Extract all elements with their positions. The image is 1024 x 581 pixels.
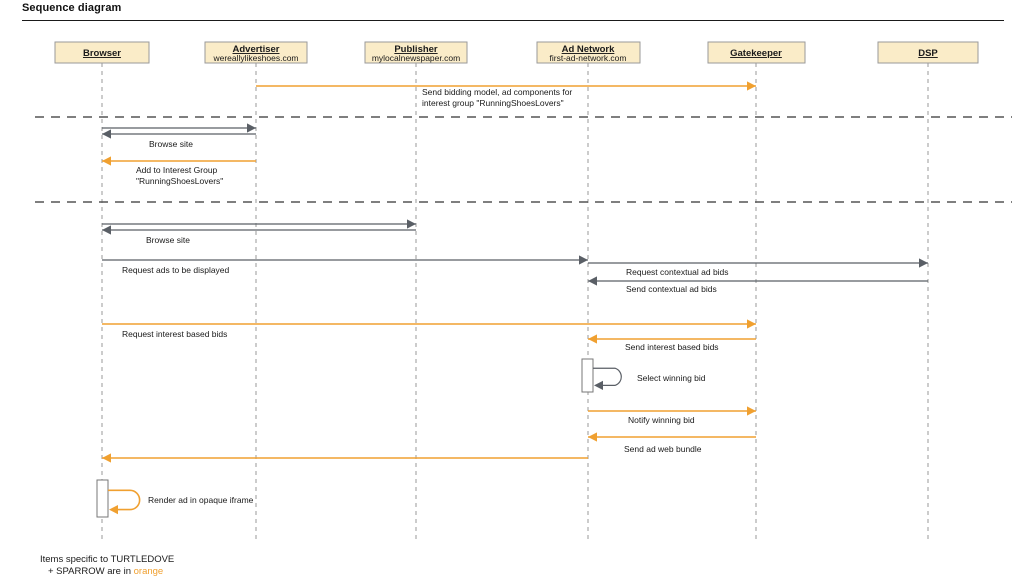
actor-box-advertiser[interactable] — [204, 41, 308, 64]
actor-box-dsp[interactable] — [877, 41, 979, 64]
message-browse-site-advertiser: Browse site — [102, 129, 256, 149]
message-notify-winning-bid: Notify winning bid — [588, 406, 756, 425]
actor-dsp[interactable]: DSP — [877, 41, 979, 64]
message-label-send-ad-web-bundle: Send ad web bundle — [624, 444, 702, 454]
message-label-request-contextual-ad-bids: Request contextual ad bids — [626, 267, 729, 277]
message-deliver-ad-to-browser — [102, 453, 588, 463]
legend-line-1: Items specific to TURTLEDOVE — [40, 554, 175, 565]
arrowhead-render-ad-in-opaque-iframe — [109, 505, 118, 515]
arrowhead-select-winning-bid — [594, 380, 603, 390]
actor-name-advertiser: Advertiser — [233, 44, 280, 55]
arrowhead-request-interest-based-bids — [747, 319, 756, 329]
arrowhead-browse-site-publisher — [102, 225, 111, 235]
legend-line-2: + SPARROW are in orange — [40, 566, 174, 578]
arrowhead-request-contextual-ad-bids — [919, 258, 928, 268]
actor-name-publisher: Publisher — [394, 44, 438, 55]
arrowhead-browse-site-advertiser — [102, 129, 111, 139]
arrowhead-send-interest-based-bids — [588, 334, 597, 344]
message-label-request-ads-to-be-displayed: Request ads to be displayed — [122, 265, 230, 275]
legend-prefix: + SPARROW are in — [48, 566, 134, 577]
message-browse-site-publisher-out — [102, 219, 416, 229]
message-send-interest-based-bids: Send interest based bids — [588, 334, 756, 352]
title-divider — [22, 20, 1004, 21]
actor-subtitle-advertiser: wereallylikeshoes.com — [212, 53, 298, 63]
actor-subtitle-adnetwork: first-ad-network.com — [550, 53, 627, 63]
arrowhead-browse-site-advertiser-out — [247, 123, 256, 133]
activation-box-adnetwork — [581, 358, 594, 393]
actor-box-adnetwork[interactable] — [536, 41, 641, 64]
self-message-render-ad-in-opaque-iframe: Render ad in opaque iframe — [96, 479, 254, 518]
arrowhead-deliver-ad-to-browser — [102, 453, 111, 463]
actor-subtitle-publisher: mylocalnewspaper.com — [372, 53, 460, 63]
self-message-label-render-ad-in-opaque-iframe: Render ad in opaque iframe — [148, 495, 254, 505]
actor-box-gatekeeper[interactable] — [707, 41, 806, 64]
arrowhead-send-bidding-model — [747, 81, 756, 91]
actor-name-dsp: DSP — [918, 48, 938, 59]
actor-box-browser[interactable] — [54, 41, 150, 64]
activation-box-browser — [96, 479, 109, 518]
arrowhead-browse-site-publisher-out — [407, 219, 416, 229]
self-message-label-select-winning-bid: Select winning bid — [637, 373, 706, 383]
message-request-contextual-ad-bids: Request contextual ad bids — [588, 258, 928, 277]
message-label-request-interest-based-bids: Request interest based bids — [122, 329, 227, 339]
arrowhead-add-to-interest-group — [102, 156, 111, 166]
message-label-add-to-interest-group: Add to Interest Group"RunningShoesLovers… — [136, 165, 223, 186]
message-send-ad-web-bundle: Send ad web bundle — [588, 432, 756, 454]
arrowhead-request-ads-to-be-displayed — [579, 255, 588, 265]
actor-box-publisher[interactable] — [364, 41, 468, 64]
message-label-send-interest-based-bids: Send interest based bids — [625, 342, 719, 352]
actor-browser[interactable]: Browser — [54, 41, 150, 64]
legend: Items specific to TURTLEDOVE + SPARROW a… — [40, 554, 174, 578]
self-loop-render-ad-in-opaque-iframe — [108, 489, 141, 511]
message-send-contextual-ad-bids: Send contextual ad bids — [588, 276, 928, 294]
actor-gatekeeper[interactable]: Gatekeeper — [707, 41, 806, 64]
message-label-browse-site-advertiser: Browse site — [149, 139, 193, 149]
page-title: Sequence diagram — [22, 2, 122, 14]
message-request-ads-to-be-displayed: Request ads to be displayed — [102, 255, 588, 275]
arrowhead-notify-winning-bid — [747, 406, 756, 416]
message-label-browse-site-publisher: Browse site — [146, 235, 190, 245]
actor-name-adnetwork: Ad Network — [562, 44, 616, 55]
message-browse-site-advertiser-out — [102, 123, 256, 133]
self-message-select-winning-bid: Select winning bid — [581, 358, 706, 393]
arrowhead-send-ad-web-bundle — [588, 432, 597, 442]
message-label-send-contextual-ad-bids: Send contextual ad bids — [626, 284, 717, 294]
message-add-to-interest-group: Add to Interest Group"RunningShoesLovers… — [102, 156, 256, 186]
actor-name-gatekeeper: Gatekeeper — [730, 48, 782, 59]
actor-name-browser: Browser — [83, 48, 121, 59]
legend-orange-word: orange — [133, 566, 164, 577]
message-browse-site-publisher: Browse site — [102, 225, 416, 245]
arrowhead-send-contextual-ad-bids — [588, 276, 597, 286]
self-loop-select-winning-bid — [593, 367, 622, 386]
message-request-interest-based-bids: Request interest based bids — [102, 319, 756, 339]
section-separators-layer — [35, 116, 1012, 203]
message-label-notify-winning-bid: Notify winning bid — [628, 415, 695, 425]
